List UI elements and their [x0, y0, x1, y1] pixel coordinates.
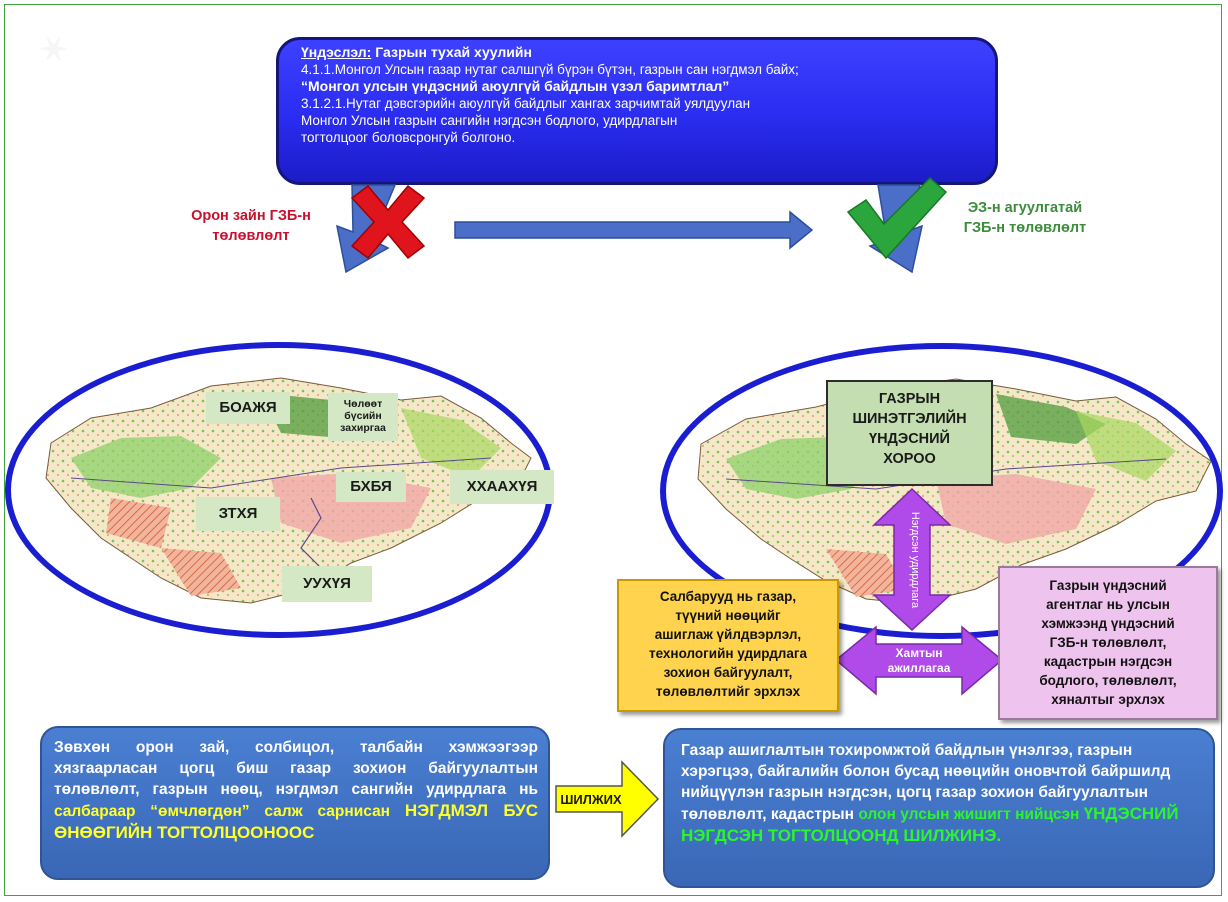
tag-uukhuya: УУХҮЯ [282, 566, 372, 602]
shift-arrow: ШИЛЖИХ [555, 760, 660, 838]
banner-line-2: “Монгол улсын үндэсний аюулгүй байдлын ү… [301, 78, 730, 94]
sectors-line-4: технологийн удирдлага [648, 646, 808, 661]
current-system-text: Зөвхөн орон зай, солбицол, талбайн хэмжэ… [54, 739, 538, 798]
sectors-line-5: зохион байгуулалт, [663, 665, 793, 680]
council-line-2: ШИНЭТГЭЛИЙН [852, 411, 967, 427]
target-system-caps: ҮНДЭСНИЙ НЭГДСЭН ТОГТОЛЦООНД ШИЛЖИНЭ. [681, 804, 1179, 845]
sectors-line-1: Салбарууд нь газар, [659, 589, 797, 604]
target-system-box: Газар ашиглалтын тохиромжтой байдлын үнэ… [663, 728, 1215, 888]
agency-line-2: агентлаг нь улсын [1046, 597, 1170, 612]
tag-bkhbya: БХБЯ [336, 472, 406, 502]
tag-khkhaakhuya: ХХААХҮЯ [450, 470, 554, 504]
banner-heading-text: Газрын тухай хуулийн [375, 44, 532, 60]
sectors-box: Салбарууд нь газар, түүний нөөцийг ашигл… [617, 579, 839, 712]
tag-free-zone-3: захиргаа [340, 422, 386, 434]
legal-basis-banner: Үндэслэл:Газрын тухай хуулийн 4.1.1.Монг… [276, 37, 998, 185]
banner-heading-underlined: Үндэслэл: [301, 44, 372, 60]
banner-heading: Үндэслэл:Газрын тухай хуулийн [301, 44, 973, 61]
green-check-icon [846, 176, 948, 260]
shift-arrow-label: ШИЛЖИХ [560, 792, 622, 807]
banner-line-4: Монгол Улсын газрын сангийн нэгдсэн бодл… [301, 113, 678, 128]
council-line-3: ҮНДЭСНИЙ [869, 431, 950, 447]
economic-planning-label: ЭЗ-н агуулгатай ГЗБ-н төлөвлөлт [940, 198, 1110, 238]
vertical-double-arrow: Нэгдсэн удирдлага [872, 487, 952, 632]
spatial-planning-label-1: Орон зайн ГЗБ-н [191, 208, 311, 224]
agency-line-7: хяналтыг эрхлэх [1051, 692, 1165, 707]
agency-line-3: хэмжээнд үндэсний [1041, 616, 1175, 631]
current-system-caps: НЭГДМЭЛ БУС ӨНӨӨГИЙН ТОГТОЛЦООНООС [54, 801, 538, 842]
tag-boajya: БОАЖЯ [206, 392, 290, 424]
sectors-line-3: ашиглаж үйлдвэрлэл, [654, 627, 802, 642]
spatial-planning-label-2: төлөвлөлт [212, 228, 290, 244]
agency-line-5: кадастрын нэгдсэн [1043, 654, 1173, 669]
council-line-4: ХОРОО [883, 451, 936, 467]
agency-line-6: бодлого, төлөвлөлт, [1039, 673, 1177, 688]
sectors-line-2: түүний нөөцийг [675, 608, 781, 623]
economic-planning-label-1: ЭЗ-н агуулгатай [967, 200, 1083, 216]
tag-ztkhya: ЗТХЯ [196, 497, 280, 531]
agency-line-1: Газрын үндэсний [1049, 578, 1167, 593]
land-agency-box: Газрын үндэсний агентлаг нь улсын хэмжээ… [998, 566, 1218, 720]
horizontal-arrow-label-2: ажиллагаа [888, 661, 951, 675]
right-arrow [454, 210, 814, 250]
tag-free-zone-2: бүсийн [344, 410, 382, 422]
agency-line-4: ГЗБ-н төлөвлөлт, [1049, 635, 1167, 650]
target-system-highlight: олон улсын жишигт нийцсэн [858, 806, 1084, 823]
spatial-planning-label: Орон зайн ГЗБ-н төлөвлөлт [166, 206, 336, 246]
economic-planning-label-2: ГЗБ-н төлөвлөлт [963, 220, 1087, 236]
current-system-box: Зөвхөн орон зай, солбицол, талбайн хэмжэ… [40, 726, 550, 880]
current-system-highlight: салбараар “өмчлөгдөн” салж сарнисан [54, 803, 405, 820]
tag-free-zone-1: Чөлөөт [343, 398, 383, 410]
banner-line-3: 3.1.2.1.Нутаг дэвсгэрийн аюулгүй байдлыг… [301, 96, 751, 111]
council-line-1: ГАЗРЫН [878, 391, 941, 407]
red-cross-icon [350, 184, 426, 260]
slide-frame [4, 4, 1222, 896]
sectors-line-6: төлөвлөлтийг эрхлэх [655, 684, 801, 699]
land-reform-council-box: ГАЗРЫН ШИНЭТГЭЛИЙН ҮНДЭСНИЙ ХОРОО [826, 380, 993, 486]
banner-line-1: 4.1.1.Монгол Улсын газар нутаг салшгүй б… [301, 62, 799, 77]
target-system-text: Газар ашиглалтын тохиромжтой байдлын үнэ… [681, 742, 1171, 823]
horizontal-arrow-label-1: Хамтын [896, 646, 943, 660]
tag-free-zone: Чөлөөт бүсийн захиргаа [328, 393, 398, 441]
banner-line-5: тогтолцоог боловсронгуй болгоно. [301, 130, 516, 145]
horizontal-double-arrow: Хамтын ажиллагаа [834, 625, 1004, 696]
vertical-arrow-label: Нэгдсэн удирдлага [909, 512, 921, 609]
